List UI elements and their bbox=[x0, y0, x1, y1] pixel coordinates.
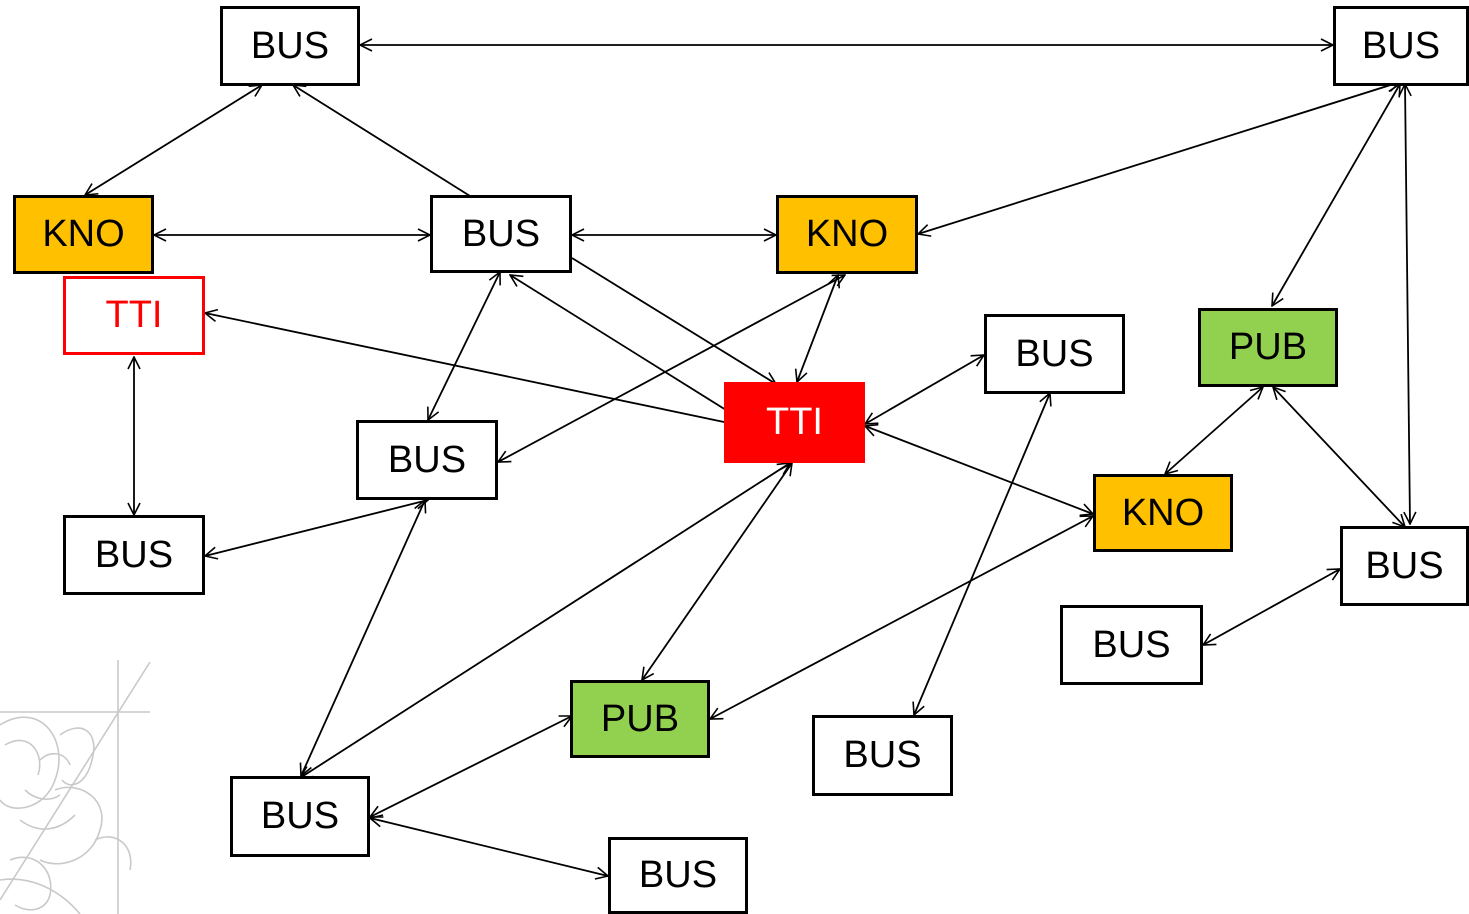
edge bbox=[428, 272, 500, 420]
edge bbox=[865, 355, 984, 424]
edge bbox=[797, 275, 838, 382]
edge bbox=[1165, 387, 1263, 474]
edge bbox=[293, 85, 471, 197]
edge bbox=[642, 463, 792, 680]
node-kno-left: KNO bbox=[13, 195, 154, 274]
node-pub-bottom: PUB bbox=[570, 680, 710, 758]
edge bbox=[1405, 84, 1410, 524]
edge bbox=[370, 715, 572, 818]
edge bbox=[498, 275, 845, 462]
edge bbox=[710, 516, 1093, 719]
node-bus-mid-right: BUS bbox=[984, 314, 1125, 394]
edge bbox=[1272, 84, 1400, 306]
edge bbox=[1203, 569, 1340, 645]
edge bbox=[510, 275, 743, 421]
node-kno-low-right: KNO bbox=[1093, 474, 1233, 552]
node-bus-bottom-left: BUS bbox=[230, 776, 370, 857]
edge bbox=[85, 85, 262, 195]
edge bbox=[914, 393, 1050, 715]
node-bus-left-low: BUS bbox=[63, 515, 205, 595]
node-tti-center: TTI bbox=[724, 382, 865, 463]
node-bus-top-left: BUS bbox=[220, 6, 360, 86]
edge bbox=[301, 500, 425, 776]
edge bbox=[865, 426, 1093, 514]
node-kno-mid: KNO bbox=[776, 195, 918, 274]
edge bbox=[918, 82, 1400, 234]
node-pub-right: PUB bbox=[1198, 308, 1338, 387]
node-bus-far-right: BUS bbox=[1340, 526, 1469, 606]
edge bbox=[1273, 387, 1405, 527]
node-bus-right-low: BUS bbox=[1060, 605, 1203, 685]
node-bus-bottom-mid: BUS bbox=[812, 715, 953, 796]
edge bbox=[205, 313, 725, 423]
node-bus-top-right: BUS bbox=[1333, 6, 1469, 86]
edge bbox=[370, 818, 608, 876]
node-bus-mid-upper: BUS bbox=[430, 195, 572, 273]
node-tti-outline: TTI bbox=[63, 276, 205, 355]
edge bbox=[205, 500, 428, 556]
node-bus-mid-left: BUS bbox=[356, 420, 498, 500]
edge bbox=[571, 257, 776, 384]
node-bus-bottom: BUS bbox=[608, 837, 748, 914]
edge bbox=[300, 463, 790, 778]
